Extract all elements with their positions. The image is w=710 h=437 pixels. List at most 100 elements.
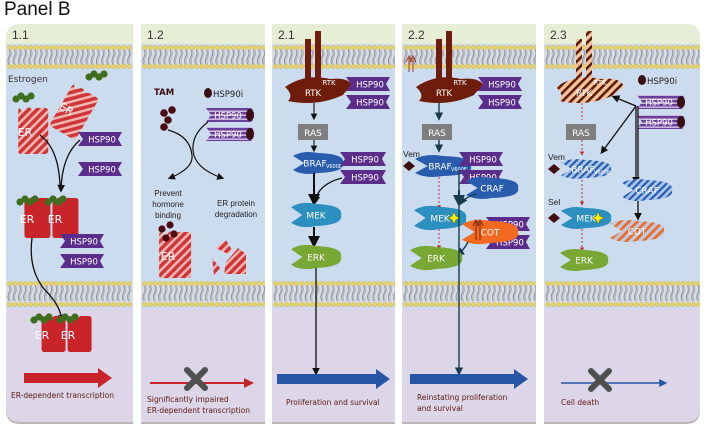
lipid-head bbox=[424, 281, 429, 286]
lipid-head bbox=[43, 302, 49, 307]
lipid-head bbox=[639, 302, 644, 307]
lipid-head bbox=[618, 64, 623, 69]
lipid-head bbox=[106, 64, 112, 69]
lipid-tail bbox=[351, 48, 355, 66]
lipid-tail bbox=[246, 284, 250, 302]
lipid-head bbox=[320, 281, 325, 286]
cot-protein-label: COT bbox=[628, 228, 647, 238]
lipid-head bbox=[28, 281, 33, 286]
lipid-tail bbox=[149, 284, 152, 302]
lipid-tail bbox=[45, 284, 49, 302]
extracellular-band bbox=[402, 24, 536, 44]
lipid-tail bbox=[696, 48, 700, 66]
tam-atom bbox=[164, 116, 172, 124]
lipid-tail bbox=[50, 284, 54, 302]
lipid-head bbox=[199, 45, 205, 50]
lipid-tail bbox=[477, 284, 481, 302]
lipid-head bbox=[566, 302, 571, 307]
lipid-head bbox=[22, 281, 28, 286]
lipid-head bbox=[85, 64, 91, 69]
lipid-head bbox=[465, 45, 471, 50]
lipid-head bbox=[623, 302, 629, 307]
lipid-tail bbox=[87, 284, 90, 302]
x-stroke bbox=[184, 367, 208, 391]
lipid-tail bbox=[535, 284, 536, 302]
lipid-tail bbox=[618, 48, 622, 66]
er-label: ER bbox=[35, 329, 50, 342]
lipid-head bbox=[64, 64, 70, 69]
lipid-tail bbox=[17, 48, 21, 66]
lipid-tail bbox=[451, 284, 455, 302]
lipid-tail bbox=[353, 48, 356, 66]
lipid-head bbox=[75, 64, 80, 69]
lipid-tail bbox=[373, 48, 377, 66]
hsp90-label: HSP90 bbox=[356, 81, 384, 91]
lipid-head bbox=[523, 64, 528, 69]
cot-protein-label: COT bbox=[481, 229, 500, 239]
lipid-head bbox=[512, 302, 518, 307]
mek-protein: MEK bbox=[291, 202, 342, 228]
lipid-tail bbox=[311, 48, 315, 66]
lipid-head bbox=[680, 64, 686, 69]
lipid-tail bbox=[545, 48, 549, 66]
lipid-head bbox=[476, 64, 481, 69]
pathway-arrow bbox=[611, 95, 637, 107]
lipid-head bbox=[43, 45, 49, 50]
lipid-tail bbox=[204, 48, 208, 66]
lipid-tail bbox=[483, 48, 486, 66]
lipid-head bbox=[623, 281, 629, 286]
lipid-tail bbox=[168, 48, 172, 66]
lipid-head bbox=[209, 281, 215, 286]
lipid-tail bbox=[635, 284, 639, 302]
er-nuclear-a: ER bbox=[33, 315, 66, 352]
lipid-tail bbox=[189, 284, 193, 302]
lipid-tail bbox=[434, 284, 438, 302]
lipid-head bbox=[356, 281, 362, 286]
outcome-label: ER-dependent transcription bbox=[11, 391, 114, 400]
lipid-tail bbox=[19, 48, 23, 66]
er-label: ER bbox=[18, 126, 33, 139]
lipid-tail bbox=[476, 48, 480, 66]
lipid-tail bbox=[90, 284, 94, 302]
lipid-head bbox=[491, 64, 497, 69]
lipid-tail bbox=[35, 48, 38, 66]
lipid-tail bbox=[656, 284, 659, 302]
lipid-tail bbox=[592, 48, 596, 66]
lipid-tail bbox=[289, 284, 293, 302]
er-tam-bound: ER bbox=[155, 231, 192, 278]
lipid-head bbox=[392, 45, 395, 50]
lipid-tail bbox=[384, 48, 387, 66]
lipid-tail bbox=[420, 48, 424, 66]
lipid-tail bbox=[367, 48, 371, 66]
lipid-head bbox=[12, 64, 18, 69]
lipid-tail bbox=[45, 48, 49, 66]
lipid-tail bbox=[415, 48, 419, 66]
lipid-tail bbox=[275, 48, 278, 66]
lipid-tail bbox=[665, 284, 669, 302]
lipid-head bbox=[649, 302, 655, 307]
lipid-head bbox=[142, 302, 148, 307]
mek-protein-shape bbox=[414, 205, 467, 231]
lipid-head bbox=[366, 64, 372, 69]
lipid-tail bbox=[237, 48, 241, 66]
lipid-tail bbox=[294, 284, 298, 302]
lipid-head bbox=[356, 64, 362, 69]
lipid-tail bbox=[618, 284, 622, 302]
lipid-tail bbox=[61, 284, 64, 302]
lipid-head bbox=[460, 302, 466, 307]
lipid-head bbox=[251, 302, 257, 307]
lipid-tail bbox=[497, 48, 501, 66]
blocked-x-icon bbox=[588, 368, 612, 392]
lipid-head bbox=[382, 281, 388, 286]
mutation-star-icon bbox=[447, 211, 461, 225]
lipid-head bbox=[561, 281, 566, 286]
lipid-tail bbox=[528, 48, 532, 66]
lipid-head bbox=[168, 302, 174, 307]
lipid-tail bbox=[509, 284, 512, 302]
lipid-head bbox=[361, 64, 367, 69]
lipid-tail bbox=[321, 48, 325, 66]
lipid-head bbox=[178, 45, 184, 50]
lipid-head bbox=[288, 45, 294, 50]
